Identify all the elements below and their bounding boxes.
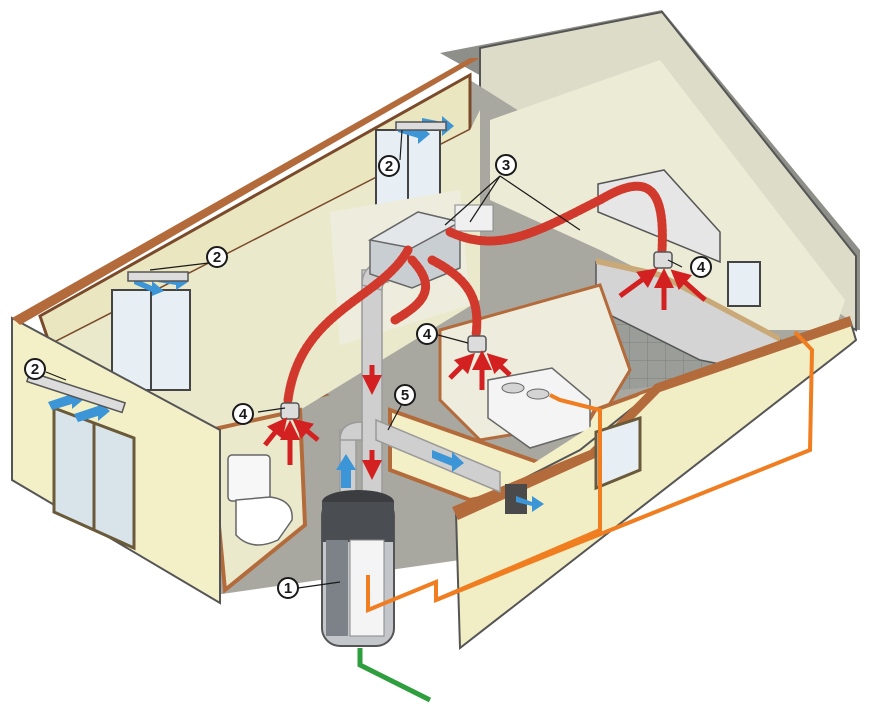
hot-water-pipe xyxy=(366,330,815,613)
fresh-air-grille xyxy=(25,121,447,414)
window-kitchen xyxy=(727,261,761,307)
water-heater-icon xyxy=(321,490,395,647)
callout-5-exhaust-duct: 5 xyxy=(394,384,416,406)
toilet-icon xyxy=(227,454,293,546)
window-left-room xyxy=(111,289,191,391)
bathroom-vanity xyxy=(487,367,591,449)
callout-4-toilet-vent: 4 xyxy=(232,403,254,425)
window-front-right xyxy=(594,415,642,491)
callout-2-patio-grille: 2 xyxy=(24,358,46,380)
callout-4-bathroom-vent: 4 xyxy=(416,323,438,345)
callout-1-water-heater: 1 xyxy=(277,577,299,599)
front-wall-right-top xyxy=(452,316,852,520)
callout-3-ducts: 3 xyxy=(495,154,517,176)
callout-leaders xyxy=(45,129,683,589)
front-wall-left-top xyxy=(12,58,480,325)
front-wall-right-face xyxy=(454,318,858,650)
air-arrow-icon xyxy=(263,268,707,480)
callout-2-bedroom-grille: 2 xyxy=(206,246,228,268)
callout-4-kitchen-vent: 4 xyxy=(690,256,712,278)
cold-water-pipe xyxy=(357,648,432,703)
air-vent-icon xyxy=(280,251,673,420)
patio-door xyxy=(52,405,136,551)
callout-2-center-grille: 2 xyxy=(378,155,400,177)
flexible-ducts xyxy=(283,181,667,405)
